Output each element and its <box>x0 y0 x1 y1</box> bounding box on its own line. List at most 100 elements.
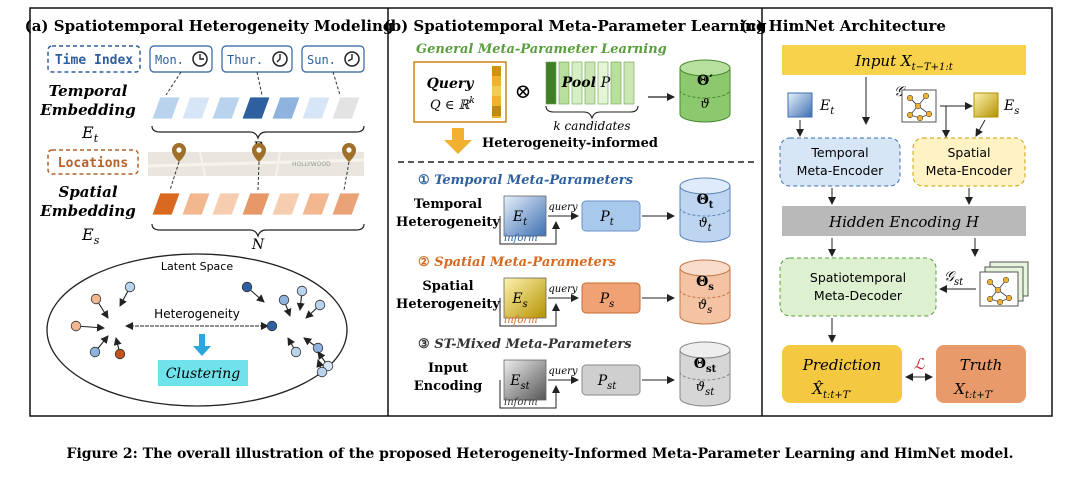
spatial-embedding-block <box>331 192 361 216</box>
location-pin-icon <box>172 143 186 162</box>
clock-icon <box>192 51 208 67</box>
vartheta-symbol: ϑs <box>698 298 712 316</box>
graph-node <box>1005 294 1013 302</box>
panel-b: (b) Spatiotemporal Meta-Parameter Learni… <box>384 17 767 409</box>
query-label: query <box>548 284 578 295</box>
day-link <box>165 71 182 96</box>
truth-box <box>936 345 1026 403</box>
pool-candidate <box>558 61 570 105</box>
day-mon: Mon. <box>149 45 213 73</box>
temporal-embedding-block <box>331 96 361 120</box>
panel-a: (a) Spatiotemporal Heterogeneity Modelin… <box>25 17 394 407</box>
meta-section: ① Temporal Meta-ParametersTemporalHetero… <box>396 173 731 245</box>
query-label: query <box>548 366 578 377</box>
k-candidates-label: k candidates <box>553 119 630 133</box>
pool-candidate <box>571 61 583 105</box>
hidden-encoding-label: Hidden Encoding H <box>828 213 980 231</box>
general-label: General Meta-Parameter Learning <box>416 42 667 57</box>
heterogeneity-label: Heterogeneity <box>154 307 240 321</box>
input-box <box>782 45 1026 75</box>
embedding-symbol: Es <box>511 291 527 310</box>
embedding-square <box>503 195 547 237</box>
location-pin-icon <box>252 143 266 162</box>
vartheta-symbol: ϑt <box>698 216 712 234</box>
locations-label: Locations <box>58 156 128 171</box>
latent-point <box>70 320 82 332</box>
latent-space-label: Latent Space <box>161 260 233 273</box>
pool-candidate <box>597 61 609 105</box>
latent-point <box>89 346 101 358</box>
truth-label: Truth <box>960 356 1003 374</box>
clock-icon <box>272 51 288 67</box>
graph-node <box>916 114 924 122</box>
parameter-cylinder <box>679 350 731 407</box>
otimes-symbol: ⊗ <box>515 79 532 103</box>
time-index-box <box>47 45 141 73</box>
parameter-cylinder <box>679 186 731 243</box>
inform-label: inform <box>504 397 538 408</box>
et-square <box>787 92 813 118</box>
graph-node <box>996 298 1004 306</box>
spatial-encoder-line2: Meta-Encoder <box>926 163 1014 178</box>
clock-icon <box>344 51 360 67</box>
vartheta-symbol: ϑst <box>696 380 715 398</box>
theta-symbol: Θt <box>697 192 714 211</box>
temporal-embedding-block <box>211 96 241 120</box>
loss-symbol: ℒ <box>914 355 926 373</box>
spatial-encoder-line1: Spatial <box>947 145 990 160</box>
graph-node <box>906 111 914 119</box>
spatial-embedding-block <box>151 192 181 216</box>
prediction-var: X̂t:t+T′ <box>811 380 852 401</box>
spatial-embedding-block <box>211 192 241 216</box>
time-index-label: Time Index <box>55 53 133 68</box>
latent-point <box>316 366 328 378</box>
day-thur: Thur. <box>221 45 293 73</box>
meta-section: ② Spatial Meta-ParametersSpatialHeteroge… <box>396 255 731 327</box>
theta-prime-cylinder: Θ′ ϑ <box>679 59 731 123</box>
temporal-encoder-line2: Meta-Encoder <box>797 163 885 178</box>
spatial-embedding-line2: Embedding <box>39 202 135 220</box>
spatial-embedding-blocks <box>151 192 361 216</box>
prediction-label: Prediction <box>802 356 881 374</box>
panel-c: (c) HimNet Architecture Input Xt−T+1:t E… <box>740 17 1029 403</box>
input-label: Input Xt−T+1:t <box>854 52 954 73</box>
pool-box <box>581 282 641 314</box>
pool-title: Pool P <box>561 75 611 91</box>
latent-space-ellipse <box>46 253 348 407</box>
section-label-line2: Heterogeneity <box>396 215 500 230</box>
meta-parameter-sections: ① Temporal Meta-ParametersTemporalHetero… <box>396 173 731 409</box>
section-label-line2: Heterogeneity <box>396 297 500 312</box>
latent-point <box>312 342 324 354</box>
es-square <box>973 92 999 118</box>
graph-node <box>986 295 994 303</box>
latent-point <box>266 320 278 332</box>
pool-candidate <box>545 61 557 105</box>
map-text: HOLLYWOOD <box>292 161 331 168</box>
latent-point <box>124 281 136 293</box>
panel-c-title: (c) HimNet Architecture <box>740 17 946 35</box>
spatial-embedding-block <box>301 192 331 216</box>
down-arrow-icon <box>193 334 211 356</box>
panel-a-title: (a) Spatiotemporal Heterogeneity Modelin… <box>25 17 394 35</box>
brace-b <box>151 125 365 140</box>
query-box <box>413 61 507 123</box>
temporal-embedding-block <box>151 96 181 120</box>
temporal-encoder-line1: Temporal <box>810 145 868 160</box>
inform-label: inform <box>504 315 538 326</box>
spatiotemporal-meta-decoder <box>779 257 937 317</box>
day-link <box>256 71 263 96</box>
clustering-label: Clustering <box>166 366 240 382</box>
pool-box <box>581 200 641 232</box>
embedding-symbol: Est <box>509 373 530 392</box>
brace-n <box>151 223 365 238</box>
spatial-meta-encoder <box>912 137 1026 187</box>
temporal-embedding-block <box>301 96 331 120</box>
gst-label: 𝒢st <box>944 269 964 288</box>
section-title: ③ ST-Mixed Meta-Parameters <box>418 337 632 352</box>
latent-point <box>90 293 102 305</box>
pool-bars <box>545 61 635 105</box>
temporal-embedding-block <box>241 96 271 120</box>
panel-b-title: (b) Spatiotemporal Meta-Parameter Learni… <box>384 17 767 35</box>
